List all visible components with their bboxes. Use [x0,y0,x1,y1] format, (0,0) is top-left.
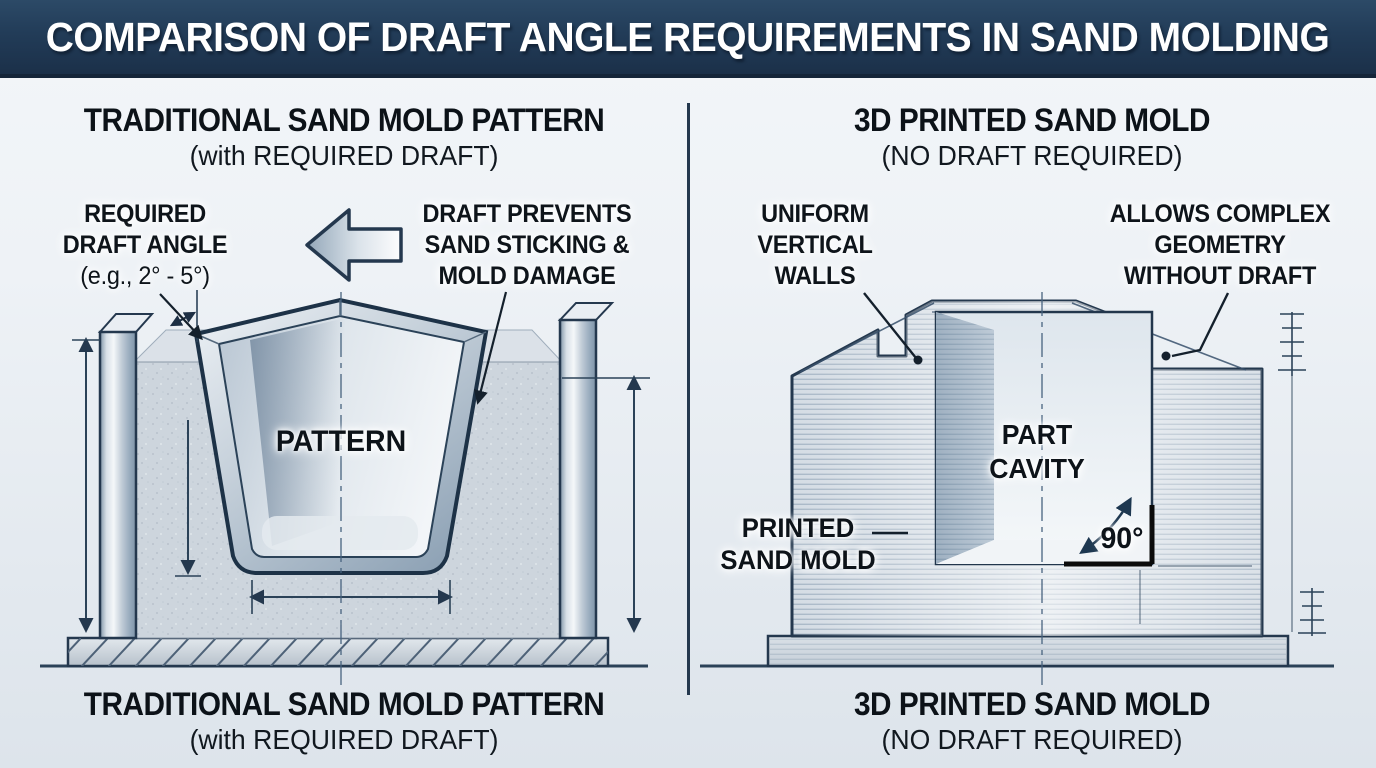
pattern-label: PATTERN [275,425,407,458]
left-caption-subtitle: (with REQUIRED DRAFT) [189,724,499,755]
pull-direction-arrow-icon [305,208,403,282]
dimension-lines [72,337,650,633]
angle-value-label: 90° [1100,522,1144,555]
draft-benefit-leader [473,291,508,405]
left-panel-caption: TRADITIONAL SAND MOLD PATTERN (with REQU… [0,686,688,756]
title-banner: COMPARISON OF DRAFT ANGLE REQUIREMENTS I… [0,0,1376,78]
draft-angle-example: (e.g., 2° - 5°) [80,262,210,290]
page-title: COMPARISON OF DRAFT ANGLE REQUIREMENTS I… [46,13,1330,60]
right-angle-indicator [1064,496,1252,624]
right-caption-subtitle: (NO DRAFT REQUIRED) [881,724,1183,755]
flask-right-wall [557,302,615,640]
printed-base-plate [766,634,1290,668]
traditional-mold-diagram [40,290,650,686]
draft-angle-indicator [159,290,203,342]
base-plate [66,636,610,668]
right-heading-title: 3D PRINTED SAND MOLD [853,102,1211,138]
right-caption-title: 3D PRINTED SAND MOLD [853,686,1211,722]
printed-sand-mold-label: PRINTED SAND MOLD [720,513,876,576]
panel-divider [687,103,690,695]
left-heading-title: TRADITIONAL SAND MOLD PATTERN [83,102,605,138]
left-panel-heading: TRADITIONAL SAND MOLD PATTERN (with REQU… [0,102,688,172]
annotation-complex-geometry: ALLOWS COMPLEX GEOMETRY WITHOUT DRAFT [1109,200,1331,290]
left-caption-title: TRADITIONAL SAND MOLD PATTERN [83,686,605,722]
left-heading-subtitle: (with REQUIRED DRAFT) [189,140,499,171]
part-cavity-label: PART CAVITY [989,419,1085,484]
right-panel-caption: 3D PRINTED SAND MOLD (NO DRAFT REQUIRED) [688,686,1376,756]
flask-left-wall [97,313,155,640]
annotation-draft-benefit: DRAFT PREVENTS SAND STICKING & MOLD DAMA… [422,200,632,290]
right-panel-heading: 3D PRINTED SAND MOLD (NO DRAFT REQUIRED) [688,102,1376,172]
printed-mold-diagram [700,292,1334,686]
pattern-shape [193,297,489,575]
leader-lines [863,292,1230,535]
annotation-uniform-walls: UNIFORM VERTICAL WALLS [757,200,873,290]
annotation-required-draft-angle: REQUIRED DRAFT ANGLE (e.g., 2° - 5°) [35,199,255,292]
right-heading-subtitle: (NO DRAFT REQUIRED) [881,140,1183,171]
layer-thickness-ruler [1278,312,1326,636]
